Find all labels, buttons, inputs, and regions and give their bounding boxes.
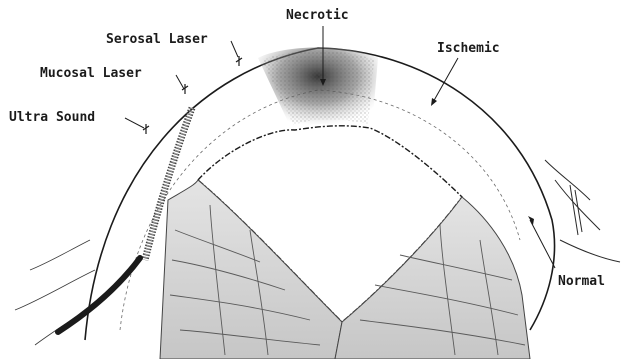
label-mucosal-laser: Mucosal Laser [40, 67, 142, 80]
mesentery-right [545, 160, 620, 262]
label-necrotic: Necrotic [286, 9, 349, 22]
necrotic-stipple [262, 51, 374, 126]
label-normal: Normal [558, 275, 605, 288]
sensor-markers [143, 56, 242, 134]
label-ultra-sound: Ultra Sound [9, 111, 95, 124]
label-ischemic: Ischemic [437, 42, 500, 55]
label-serosal-laser: Serosal Laser [106, 33, 208, 46]
